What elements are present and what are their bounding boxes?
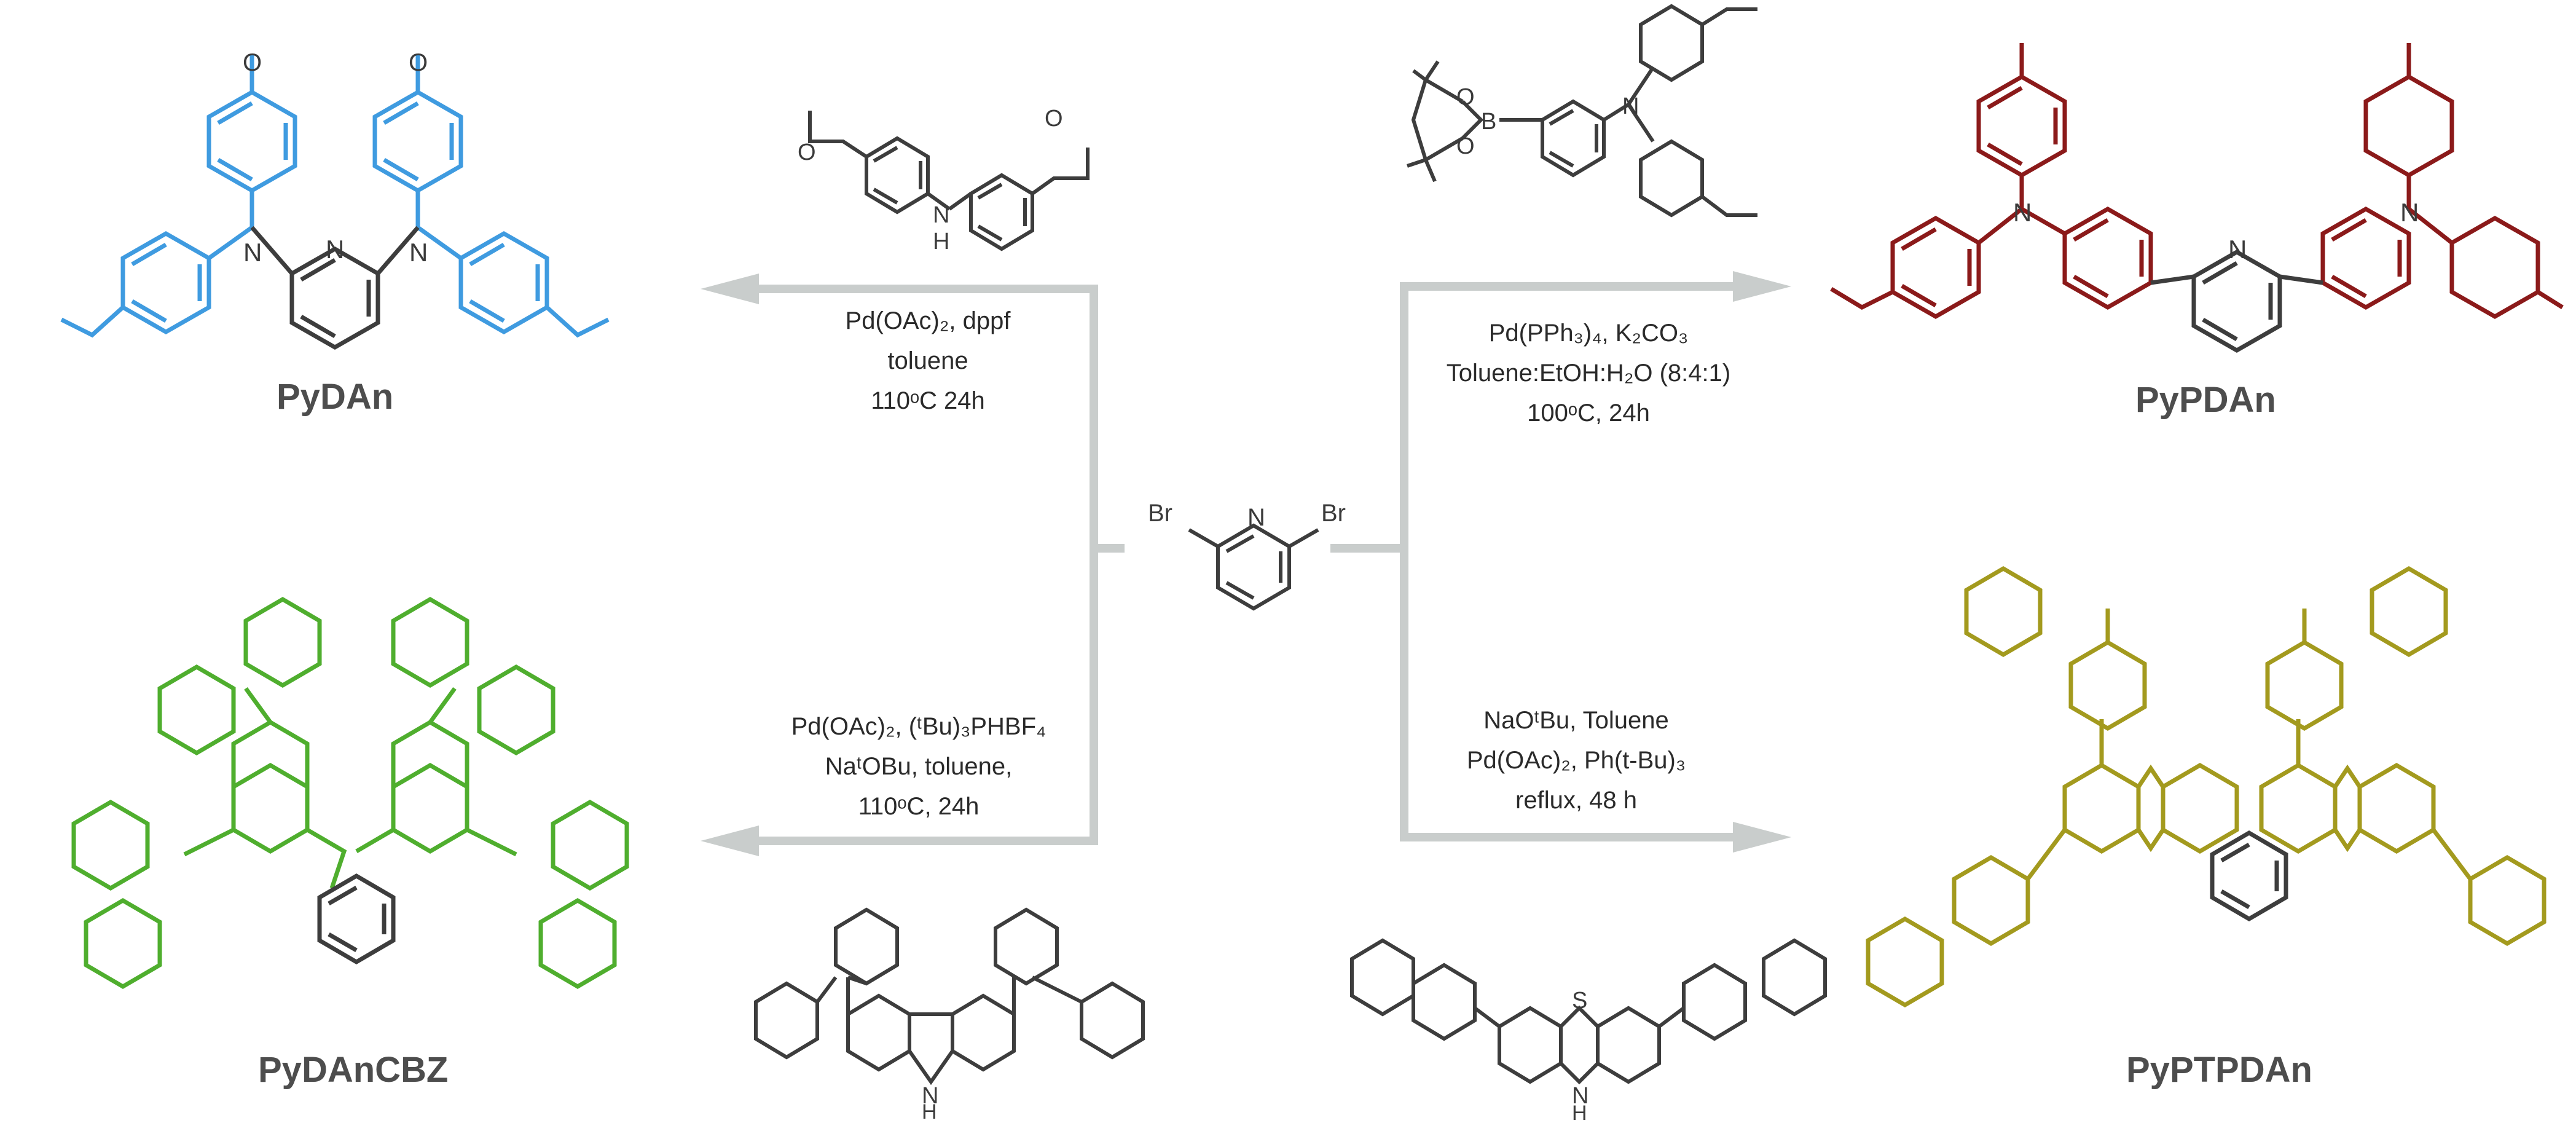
pydan-pyridine-nitrogen: N <box>326 235 344 264</box>
reagent-carbazole <box>754 907 1145 1086</box>
pydan-nitrogen-left: N <box>243 238 262 267</box>
pypdan-core <box>2150 249 2323 353</box>
condition-br-line1: NaOᵗBu, Toluene <box>1483 707 1669 734</box>
pyptpdan-core <box>2210 830 2288 922</box>
reagent-amine-hydrogen: H <box>933 229 949 254</box>
condition-br-line2: Pd(OAc)₂, Ph(t-Bu)₃ <box>1467 747 1686 774</box>
pydan-oxygen-2: O <box>409 49 428 76</box>
arrow-to-pypdan <box>1330 282 1733 553</box>
condition-bl-line3: 110ᵒC, 24h <box>858 793 980 820</box>
reagent-phenothiazine-hydrogen: H <box>1572 1101 1587 1123</box>
structure-pydancbz <box>71 596 629 990</box>
reagent-phenothiazine-nitrogen: N <box>1572 1083 1588 1109</box>
reaction-arrows <box>756 282 1733 845</box>
pydan-core <box>250 226 420 350</box>
arrow-to-pyptpdan <box>1400 548 1733 841</box>
conditions-top-left: Pd(OAc)₂, dppf toluene 110ᵒC 24h <box>846 307 1011 414</box>
arrowhead-left-top <box>701 274 759 304</box>
conditions-top-right: Pd(PPh₃)₄, K₂CO₃ Toluene:EtOH:H₂O (8:4:1… <box>1447 320 1730 427</box>
product-name-pydancbz: PyDAnCBZ <box>258 1050 448 1090</box>
product-name-pyptpdan: PyPTPDAn <box>2126 1050 2312 1090</box>
pydan-nitrogen-right: N <box>409 238 428 267</box>
reagent-carbazole-nitrogen: N <box>922 1083 938 1109</box>
pypdan-pyridine-nitrogen: N <box>2228 235 2247 264</box>
reagent-dianisylamine <box>808 111 1090 251</box>
arrow-to-pydan <box>756 285 1125 553</box>
reagent-carbazole-hydrogen: H <box>922 1100 937 1123</box>
pypdan-nitrogen-left: N <box>2013 198 2032 227</box>
arrowhead-right-top <box>1733 271 1791 302</box>
reagent-phenothiazine-sulfur: S <box>1572 988 1587 1014</box>
structure-pydan <box>60 55 610 338</box>
pyridine-nitrogen: N <box>1247 504 1265 531</box>
bromine-right: Br <box>1321 500 1346 527</box>
condition-tr-line3: 100ᵒC, 24h <box>1527 400 1650 427</box>
reagent-amine-oxygen-right: O <box>1045 106 1063 132</box>
condition-bl-line2: NaᵗOBu, toluene, <box>825 753 1013 780</box>
condition-br-line3: reflux, 48 h <box>1515 787 1637 814</box>
pydan-oxygen-1: O <box>243 49 262 76</box>
condition-tl-line2: toluene <box>887 347 968 374</box>
product-name-pydan: PyDAn <box>277 377 393 417</box>
arrowhead-right-bottom <box>1733 822 1791 853</box>
pypdan-nitrogen-right: N <box>2400 198 2419 227</box>
structure-pypdan <box>1830 43 2564 320</box>
reagent-boron: B <box>1481 109 1496 135</box>
arrowhead-left-bottom <box>701 826 759 856</box>
dibromopyridine <box>1188 523 1319 611</box>
condition-tl-line3: 110ᵒC 24h <box>871 387 985 414</box>
condition-tl-line1: Pd(OAc)₂, dppf <box>846 307 1011 334</box>
pydancbz-core <box>317 873 396 965</box>
bromine-left: Br <box>1148 500 1172 527</box>
condition-bl-line1: Pd(OAc)₂, (ᵗBu)₃PHBF₄ <box>791 713 1046 740</box>
reagent-phenothiazine <box>1350 938 1827 1085</box>
condition-tr-line1: Pd(PPh₃)₄, K₂CO₃ <box>1489 320 1689 347</box>
conditions-bottom-left: Pd(OAc)₂, (ᵗBu)₃PHBF₄ NaᵗOBu, toluene, 1… <box>791 713 1046 820</box>
structure-pyptpdan <box>1866 565 2547 1008</box>
arrow-to-pydancbz <box>756 548 1098 845</box>
reagent-amine-oxygen-left: O <box>798 140 816 165</box>
reagent-amine-nitrogen: N <box>933 202 949 228</box>
condition-tr-line2: Toluene:EtOH:H₂O (8:4:1) <box>1447 360 1730 387</box>
reagent-boronate <box>1407 4 1757 218</box>
conditions-bottom-right: NaOᵗBu, Toluene Pd(OAc)₂, Ph(t-Bu)₃ refl… <box>1467 707 1686 814</box>
product-name-pypdan: PyPDAn <box>2135 380 2276 420</box>
reagent-boronate-oxygen-1: O <box>1456 84 1475 110</box>
reagent-boronate-oxygen-2: O <box>1456 133 1475 159</box>
arrowheads <box>701 271 1791 856</box>
reagent-boronate-nitrogen: N <box>1622 93 1639 119</box>
